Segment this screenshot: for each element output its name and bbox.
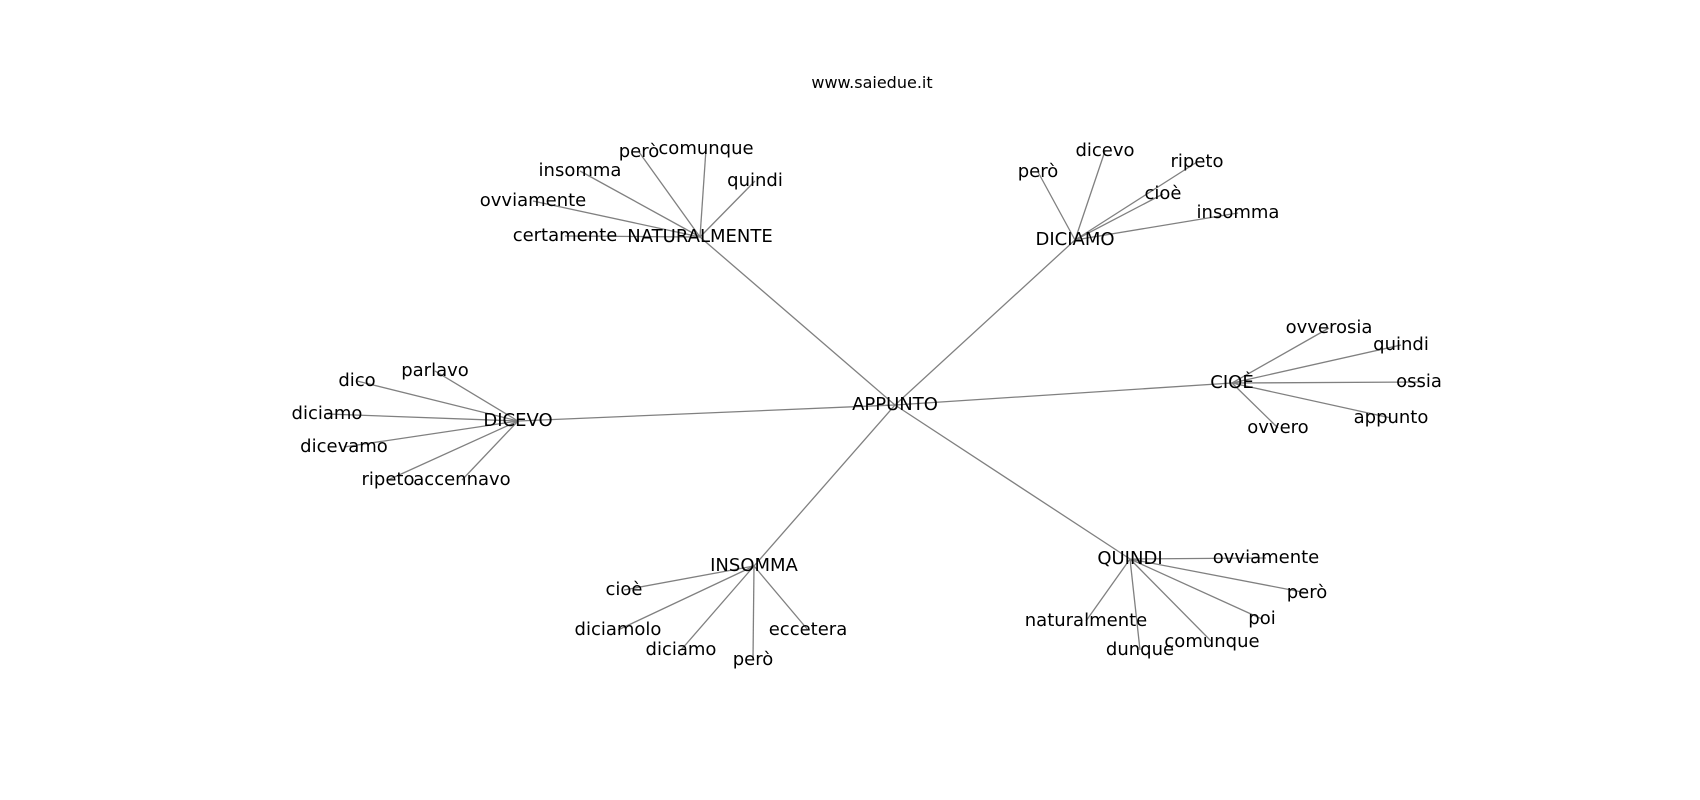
leaf-node-label: però — [619, 141, 660, 162]
leaf-node-label: ripeto — [362, 469, 415, 490]
leaf-node-label: diciamolo — [575, 619, 662, 640]
leaf-node-label: ovviamente — [1213, 547, 1320, 568]
edge-hub-to-leaf — [623, 565, 755, 591]
edge-hub-to-leaf — [680, 565, 755, 651]
hub-node-label: QUINDI — [1097, 548, 1162, 569]
edge-root-to-hub — [699, 236, 896, 406]
edge-hub-to-leaf — [638, 151, 701, 238]
leaf-node-label: certamente — [513, 225, 618, 246]
edge-hub-to-leaf — [753, 565, 809, 631]
edge-hub-to-leaf — [1129, 558, 1141, 651]
hub-node-label: DICEVO — [483, 410, 552, 431]
leaf-node-label: però — [733, 649, 774, 670]
leaf-node-label: diciamo — [292, 403, 363, 424]
leaf-node-label: però — [1287, 582, 1328, 603]
leaf-node-label: ovverosia — [1286, 317, 1373, 338]
hub-node-label: DICIAMO — [1035, 229, 1114, 250]
leaf-node-label: dunque — [1106, 639, 1174, 660]
edge-hub-to-leaf — [752, 565, 755, 661]
leaf-node-label: ovvero — [1247, 417, 1308, 438]
hub-node-label: CIOÈ — [1210, 371, 1253, 393]
leaf-node-label: quindi — [1373, 334, 1429, 355]
edge-hub-to-leaf — [1231, 327, 1330, 384]
edge-hub-to-leaf — [1037, 171, 1076, 241]
leaf-node-label: ossia — [1396, 371, 1442, 392]
leaf-node-label: ovviamente — [480, 190, 587, 211]
edge-root-to-hub — [753, 404, 896, 567]
edge-root-to-hub — [894, 239, 1076, 406]
leaf-node-label: quindi — [727, 170, 783, 191]
leaf-node-label: cioè — [606, 579, 643, 600]
edge-hub-to-leaf — [1129, 558, 1308, 594]
edge-hub-to-leaf — [1231, 381, 1420, 384]
leaf-node-label: appunto — [1354, 407, 1429, 428]
leaf-node-label: dicevamo — [300, 436, 388, 457]
leaf-node-label: ripeto — [1171, 151, 1224, 172]
edge-hub-to-leaf — [699, 180, 756, 238]
root-node-label: APPUNTO — [852, 394, 938, 415]
edge-root-to-hub — [894, 382, 1233, 406]
hub-node-label: NATURALMENTE — [627, 226, 772, 247]
edge-hub-to-leaf — [532, 200, 701, 238]
leaf-node-label: parlavo — [401, 360, 469, 381]
leaf-node-label: eccetera — [769, 619, 848, 640]
edge-hub-to-leaf — [356, 380, 519, 422]
edge-hub-to-leaf — [387, 420, 519, 481]
edge-hub-to-leaf — [617, 565, 755, 631]
edge-hub-to-leaf — [564, 235, 701, 238]
leaf-node-label: dicevo — [1075, 140, 1134, 161]
edge-layer — [326, 148, 1420, 661]
leaf-node-label: naturalmente — [1025, 610, 1147, 631]
edge-hub-to-leaf — [434, 370, 519, 422]
leaf-node-label: però — [1018, 161, 1059, 182]
edge-root-to-hub — [894, 404, 1131, 560]
edge-hub-to-leaf — [1129, 558, 1263, 620]
edge-hub-to-leaf — [1129, 558, 1213, 643]
edge-hub-to-leaf — [326, 413, 519, 422]
edge-hub-to-leaf — [461, 420, 519, 481]
edge-hub-to-leaf — [1074, 193, 1164, 241]
hub-node-label: INSOMMA — [710, 555, 798, 576]
leaf-node-label: poi — [1248, 608, 1275, 629]
edge-hub-to-leaf — [1231, 382, 1392, 419]
leaf-node-label: comunque — [658, 138, 753, 159]
leaf-node-label: insomma — [539, 160, 622, 181]
leaf-node-label: insomma — [1197, 202, 1280, 223]
diagram-title: www.saiedue.it — [811, 73, 932, 92]
edge-hub-to-leaf — [343, 420, 519, 448]
edge-hub-to-leaf — [1074, 212, 1239, 241]
edge-hub-to-leaf — [579, 170, 701, 238]
leaf-node-label: dico — [338, 370, 375, 391]
leaf-node-label: accennavo — [413, 469, 510, 490]
edge-hub-to-leaf — [1085, 558, 1131, 622]
edge-hub-to-leaf — [1231, 382, 1279, 429]
leaf-node-label: diciamo — [646, 639, 717, 660]
edge-hub-to-leaf — [1074, 150, 1106, 241]
leaf-node-label: comunque — [1164, 631, 1259, 652]
edge-hub-to-leaf — [699, 148, 707, 238]
edge-hub-to-leaf — [1231, 344, 1402, 384]
leaf-node-label: cioè — [1145, 183, 1182, 204]
edge-hub-to-leaf — [1074, 161, 1198, 241]
edge-root-to-hub — [517, 404, 896, 422]
edge-hub-to-leaf — [1129, 557, 1267, 560]
